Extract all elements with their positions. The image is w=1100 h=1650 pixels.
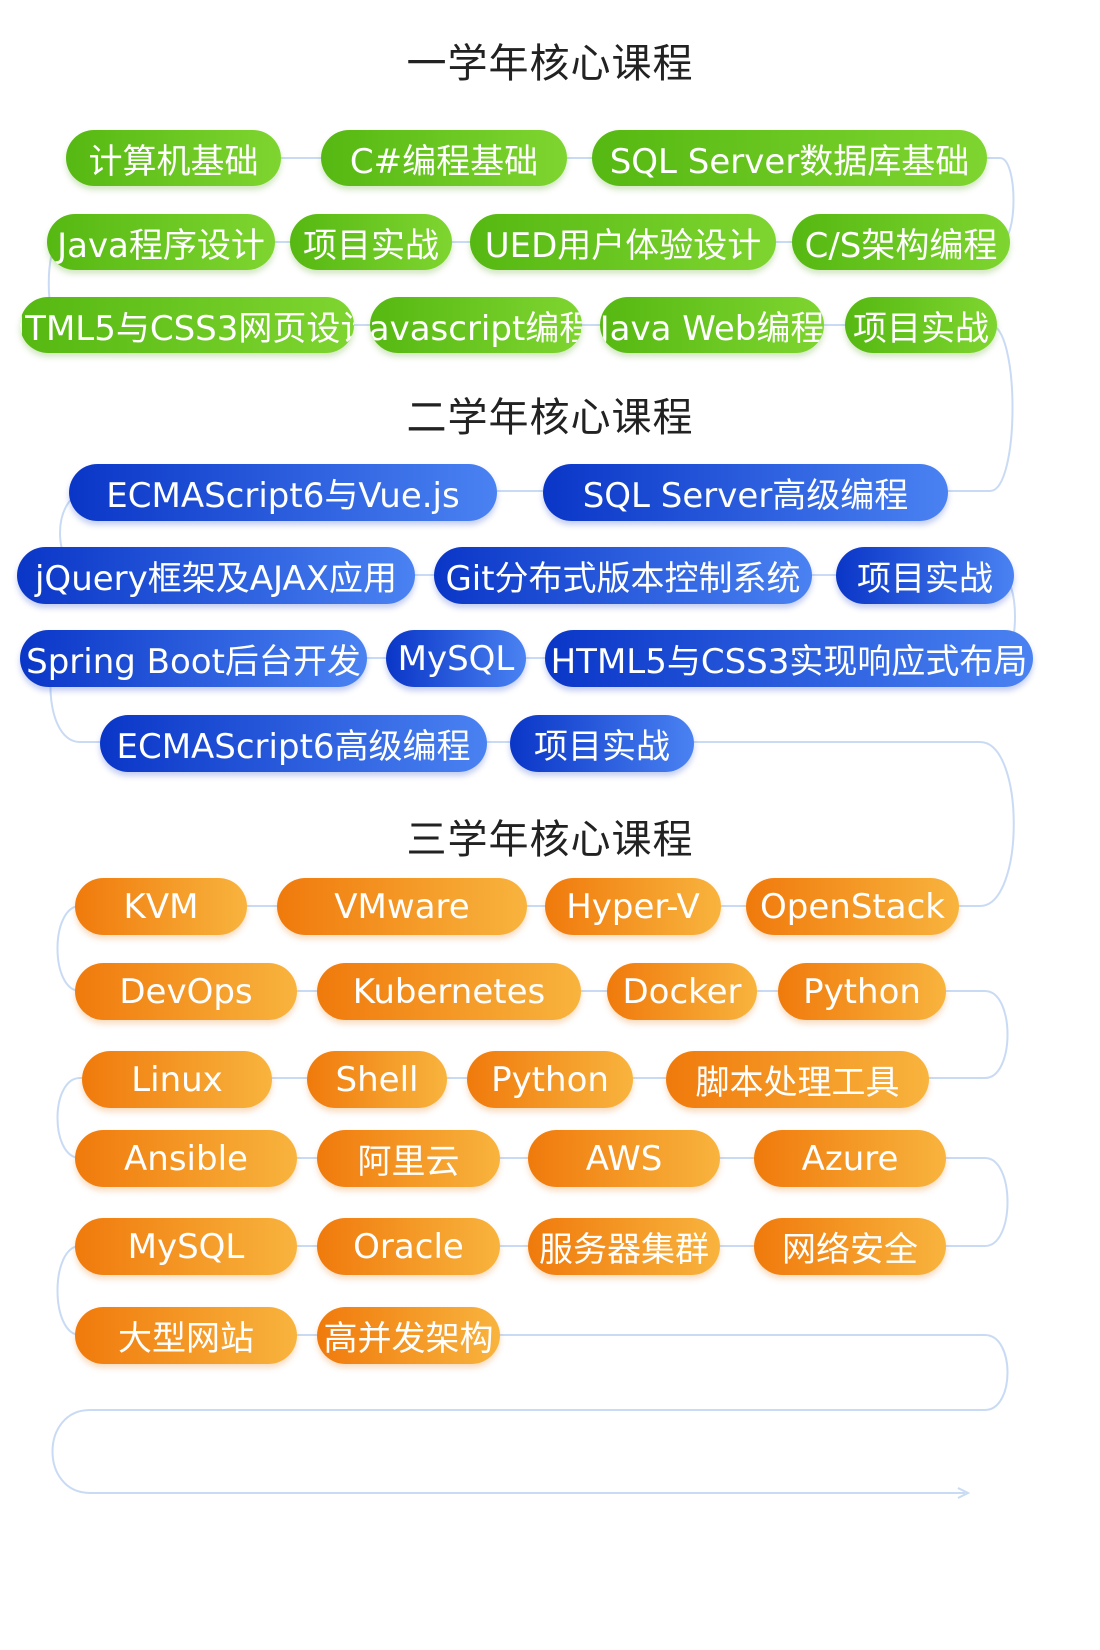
course-pill[interactable]: 脚本处理工具 bbox=[666, 1051, 929, 1108]
course-pill[interactable]: 项目实战 bbox=[836, 547, 1014, 604]
course-pill[interactable]: Java Web编程 bbox=[600, 297, 824, 353]
course-pill[interactable]: C/S架构编程 bbox=[792, 214, 1010, 270]
course-pill[interactable]: 高并发架构 bbox=[317, 1307, 500, 1364]
course-pill[interactable]: Azure bbox=[754, 1130, 946, 1187]
course-pill[interactable]: Kubernetes bbox=[317, 963, 581, 1020]
course-pill[interactable]: 计算机基础 bbox=[66, 130, 281, 186]
course-pill[interactable]: Python bbox=[778, 963, 946, 1020]
course-pill[interactable]: Shell bbox=[307, 1051, 447, 1108]
course-pill[interactable]: Docker bbox=[607, 963, 757, 1020]
course-pill[interactable]: Javascript编程 bbox=[370, 297, 582, 353]
course-pill[interactable]: MySQL bbox=[75, 1218, 297, 1275]
course-pill[interactable]: 网络安全 bbox=[754, 1218, 946, 1275]
course-pill[interactable]: Ansible bbox=[75, 1130, 297, 1187]
heading-year-1: 一学年核心课程 bbox=[406, 41, 694, 87]
course-pill[interactable]: ECMAScript6高级编程 bbox=[100, 715, 487, 772]
track-arrow-icon bbox=[957, 1487, 971, 1499]
course-pill[interactable]: AWS bbox=[528, 1130, 720, 1187]
course-pill[interactable]: 阿里云 bbox=[317, 1130, 500, 1187]
course-pill[interactable]: Hyper-V bbox=[545, 878, 721, 935]
course-pill[interactable]: UED用户体验设计 bbox=[470, 214, 776, 270]
course-pill[interactable]: Git分布式版本控制系统 bbox=[434, 547, 812, 604]
course-pill[interactable]: 项目实战 bbox=[510, 715, 694, 772]
course-pill[interactable]: C#编程基础 bbox=[321, 130, 567, 186]
heading-year-3: 三学年核心课程 bbox=[406, 817, 694, 863]
course-pill[interactable]: jQuery框架及AJAX应用 bbox=[17, 547, 415, 604]
course-pill[interactable]: SQL Server高级编程 bbox=[543, 464, 948, 521]
course-pill[interactable]: 项目实战 bbox=[290, 214, 452, 270]
course-pill[interactable]: Spring Boot后台开发 bbox=[20, 630, 367, 687]
course-pill[interactable]: MySQL bbox=[386, 630, 526, 687]
course-pill[interactable]: ECMAScript6与Vue.js bbox=[69, 464, 497, 521]
course-pill[interactable]: Oracle bbox=[317, 1218, 500, 1275]
course-pill[interactable]: Python bbox=[467, 1051, 633, 1108]
course-pill[interactable]: HTML5与CSS3实现响应式布局 bbox=[545, 630, 1033, 687]
course-pill[interactable]: VMware bbox=[277, 878, 527, 935]
course-pill[interactable]: Linux bbox=[82, 1051, 272, 1108]
course-pill[interactable]: DevOps bbox=[75, 963, 297, 1020]
course-pill[interactable]: 大型网站 bbox=[75, 1307, 297, 1364]
course-pill[interactable]: KVM bbox=[75, 878, 247, 935]
course-pill[interactable]: Java程序设计 bbox=[47, 214, 275, 270]
course-pill[interactable]: HTML5与CSS3网页设计 bbox=[20, 297, 354, 353]
heading-year-2: 二学年核心课程 bbox=[406, 395, 694, 441]
course-pill[interactable]: SQL Server数据库基础 bbox=[592, 130, 987, 186]
course-pill[interactable]: OpenStack bbox=[746, 878, 959, 935]
course-pill[interactable]: 服务器集群 bbox=[528, 1218, 720, 1275]
course-pill[interactable]: 项目实战 bbox=[845, 297, 997, 353]
